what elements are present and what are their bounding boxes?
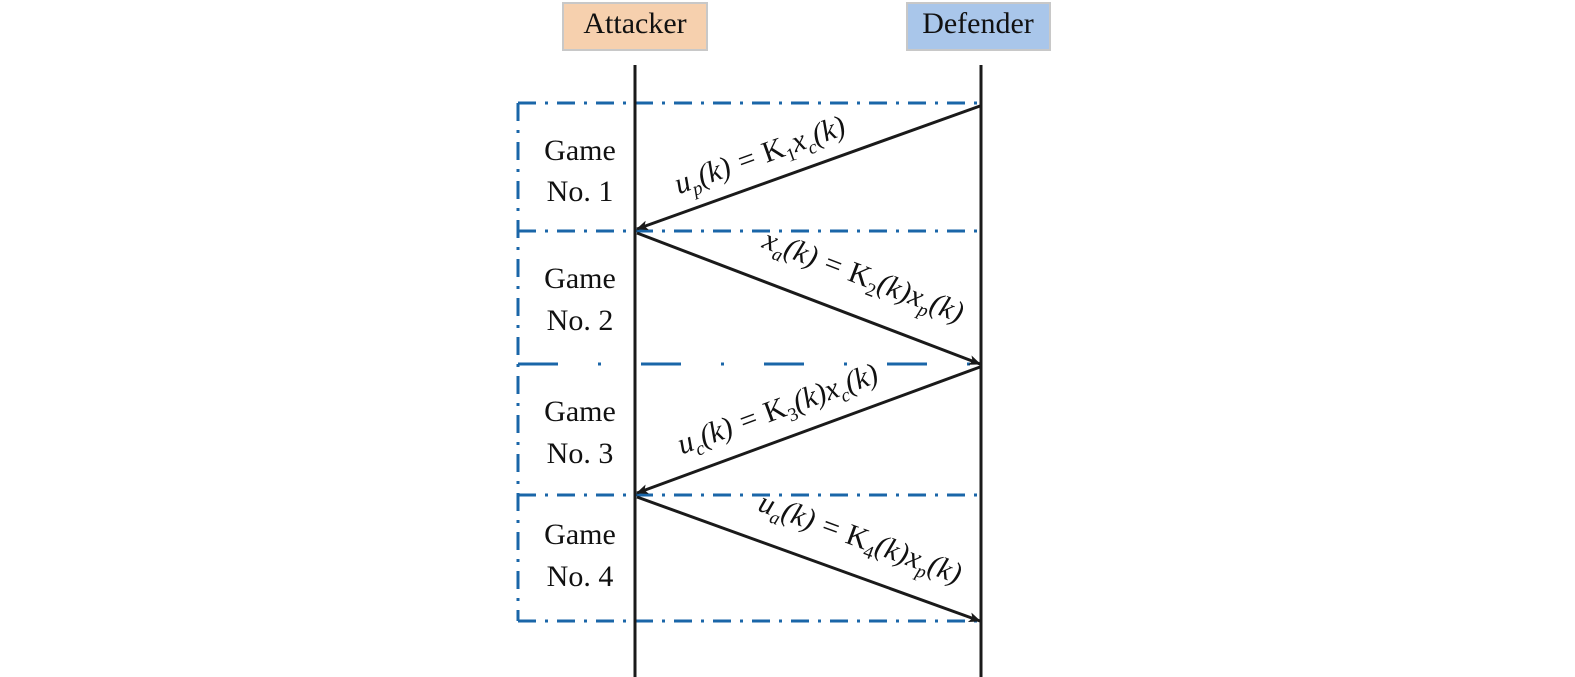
game-label-1: Game No. 1	[544, 134, 616, 208]
defender-header-box	[906, 2, 1051, 51]
game-frame	[516, 101, 980, 623]
message-label-3: uc(k) = K3(k)xc(k)	[673, 357, 885, 466]
message-arrow-4	[636, 495, 981, 623]
game-label-3: Game No. 3	[544, 395, 616, 470]
game-label-2-line1: Game	[544, 262, 616, 295]
game-label-2: Game No. 2	[544, 262, 616, 337]
game-label-4-line1: Game	[544, 518, 616, 551]
message-label-2: xa(k) = K2(k)xp(k)	[756, 223, 969, 335]
message-label-1: up(k) = K1xc(k)	[670, 109, 852, 205]
game-label-2-line2: No. 2	[547, 304, 614, 337]
game-label-4-line2: No. 4	[547, 560, 614, 593]
game-label-1-line2: No. 1	[547, 175, 614, 208]
attacker-header-box	[562, 2, 708, 51]
message-arrow-1	[636, 104, 981, 231]
message-arrow-2	[636, 231, 981, 366]
game-label-1-line1: Game	[544, 134, 616, 167]
game-label-4: Game No. 4	[544, 518, 616, 593]
game-label-3-line2: No. 3	[547, 437, 614, 470]
defender-label: Defender	[922, 7, 1034, 40]
game-label-3-line1: Game	[544, 395, 616, 428]
attacker-label: Attacker	[583, 7, 686, 40]
attacker-header: Attacker	[562, 2, 708, 51]
defender-header: Defender	[906, 2, 1051, 51]
message-arrow-3	[636, 365, 981, 495]
